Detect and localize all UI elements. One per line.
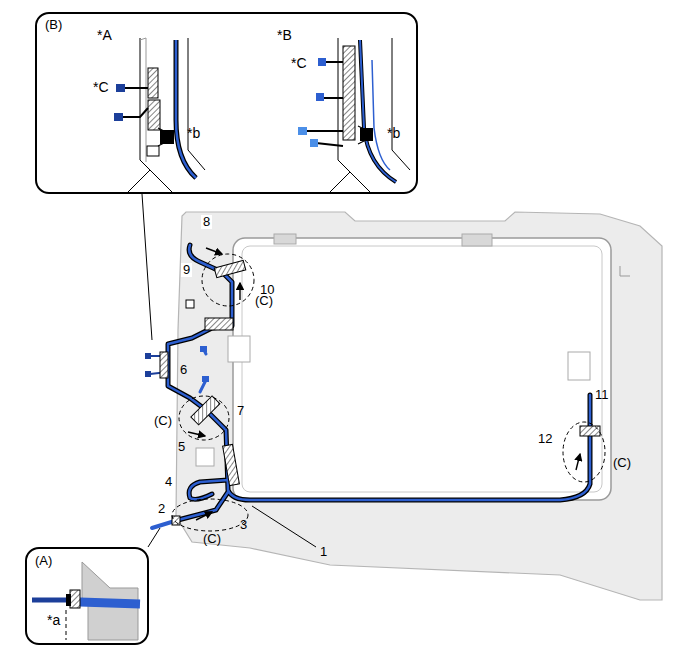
callout-number: (C) bbox=[203, 532, 221, 546]
callout-label: *C bbox=[291, 56, 307, 70]
callout-number: 7 bbox=[237, 404, 244, 418]
callout-label: *a bbox=[47, 613, 60, 627]
callout-number: 12 bbox=[538, 432, 552, 446]
callout-label: *C bbox=[93, 80, 109, 94]
view-label: (B) bbox=[45, 18, 62, 32]
callout-label: *B bbox=[277, 28, 292, 42]
view-label: (A) bbox=[35, 554, 52, 568]
callout-label: *b bbox=[187, 126, 200, 140]
callout-number: 8 bbox=[201, 215, 212, 229]
callout-number: (C) bbox=[613, 456, 631, 470]
inset-panel: (B) *A *B *C *C *b *b bbox=[35, 12, 418, 194]
callout-number: 5 bbox=[178, 440, 185, 454]
callout-number: 9 bbox=[181, 263, 192, 277]
callout-number: 1 bbox=[320, 545, 327, 559]
callout-number: 3 bbox=[240, 518, 247, 532]
callout-number: (C) bbox=[154, 414, 172, 428]
callout-label: *A bbox=[97, 28, 112, 42]
callout-number: 6 bbox=[180, 363, 187, 377]
callout-number: 4 bbox=[165, 475, 172, 489]
callout-number: 2 bbox=[158, 502, 165, 516]
callout-number: 11 bbox=[595, 388, 609, 402]
inset-panel: (A) *a bbox=[25, 547, 149, 645]
callout-label: *b bbox=[387, 126, 400, 140]
callout-number: (C) bbox=[255, 294, 273, 308]
